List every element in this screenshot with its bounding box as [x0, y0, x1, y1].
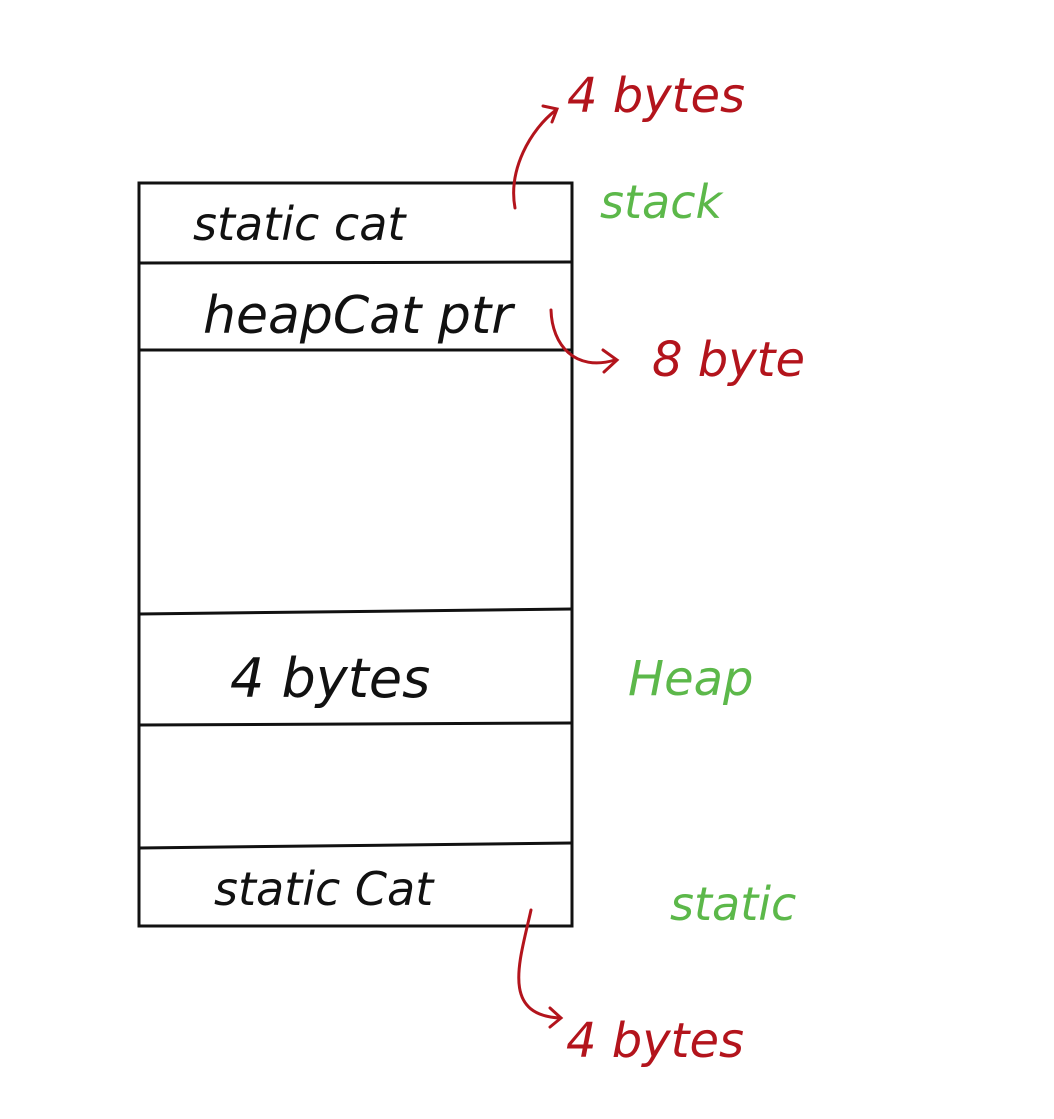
region-labels: stack Heap static	[600, 175, 796, 931]
ptr-size-arrow	[549, 308, 617, 365]
top-size-label: 4 bytes	[567, 68, 745, 124]
top-size-arrowhead	[541, 104, 560, 124]
ptr-size-label: 8 byte	[652, 332, 805, 388]
divider-5	[138, 841, 573, 850]
memory-column-outline	[137, 181, 574, 928]
size-labels: 4 bytes 8 byte 4 bytes	[566, 68, 805, 1069]
ptr-size-arrowhead	[601, 348, 620, 374]
block-label-heap-4-bytes: 4 bytes	[230, 647, 430, 710]
divider-4	[138, 721, 573, 727]
block-label-static-cat-static: static Cat	[214, 862, 435, 916]
bottom-size-label: 4 bytes	[566, 1013, 744, 1069]
region-label-heap: Heap	[628, 651, 754, 707]
top-size-arrow	[512, 108, 558, 210]
memory-column	[137, 181, 574, 928]
bottom-size-arrow	[517, 908, 562, 1020]
divider-3	[138, 607, 573, 616]
region-label-stack: stack	[600, 175, 724, 229]
size-annotations	[512, 104, 620, 1029]
bottom-size-arrowhead	[548, 1006, 564, 1029]
divider-1	[138, 260, 573, 265]
block-label-static-cat-stack: static cat	[193, 197, 407, 251]
block-labels: static cat heapCat ptr 4 bytes static Ca…	[193, 197, 516, 916]
region-label-static: static	[670, 877, 796, 931]
block-label-heapcat-ptr: heapCat ptr	[203, 286, 516, 346]
